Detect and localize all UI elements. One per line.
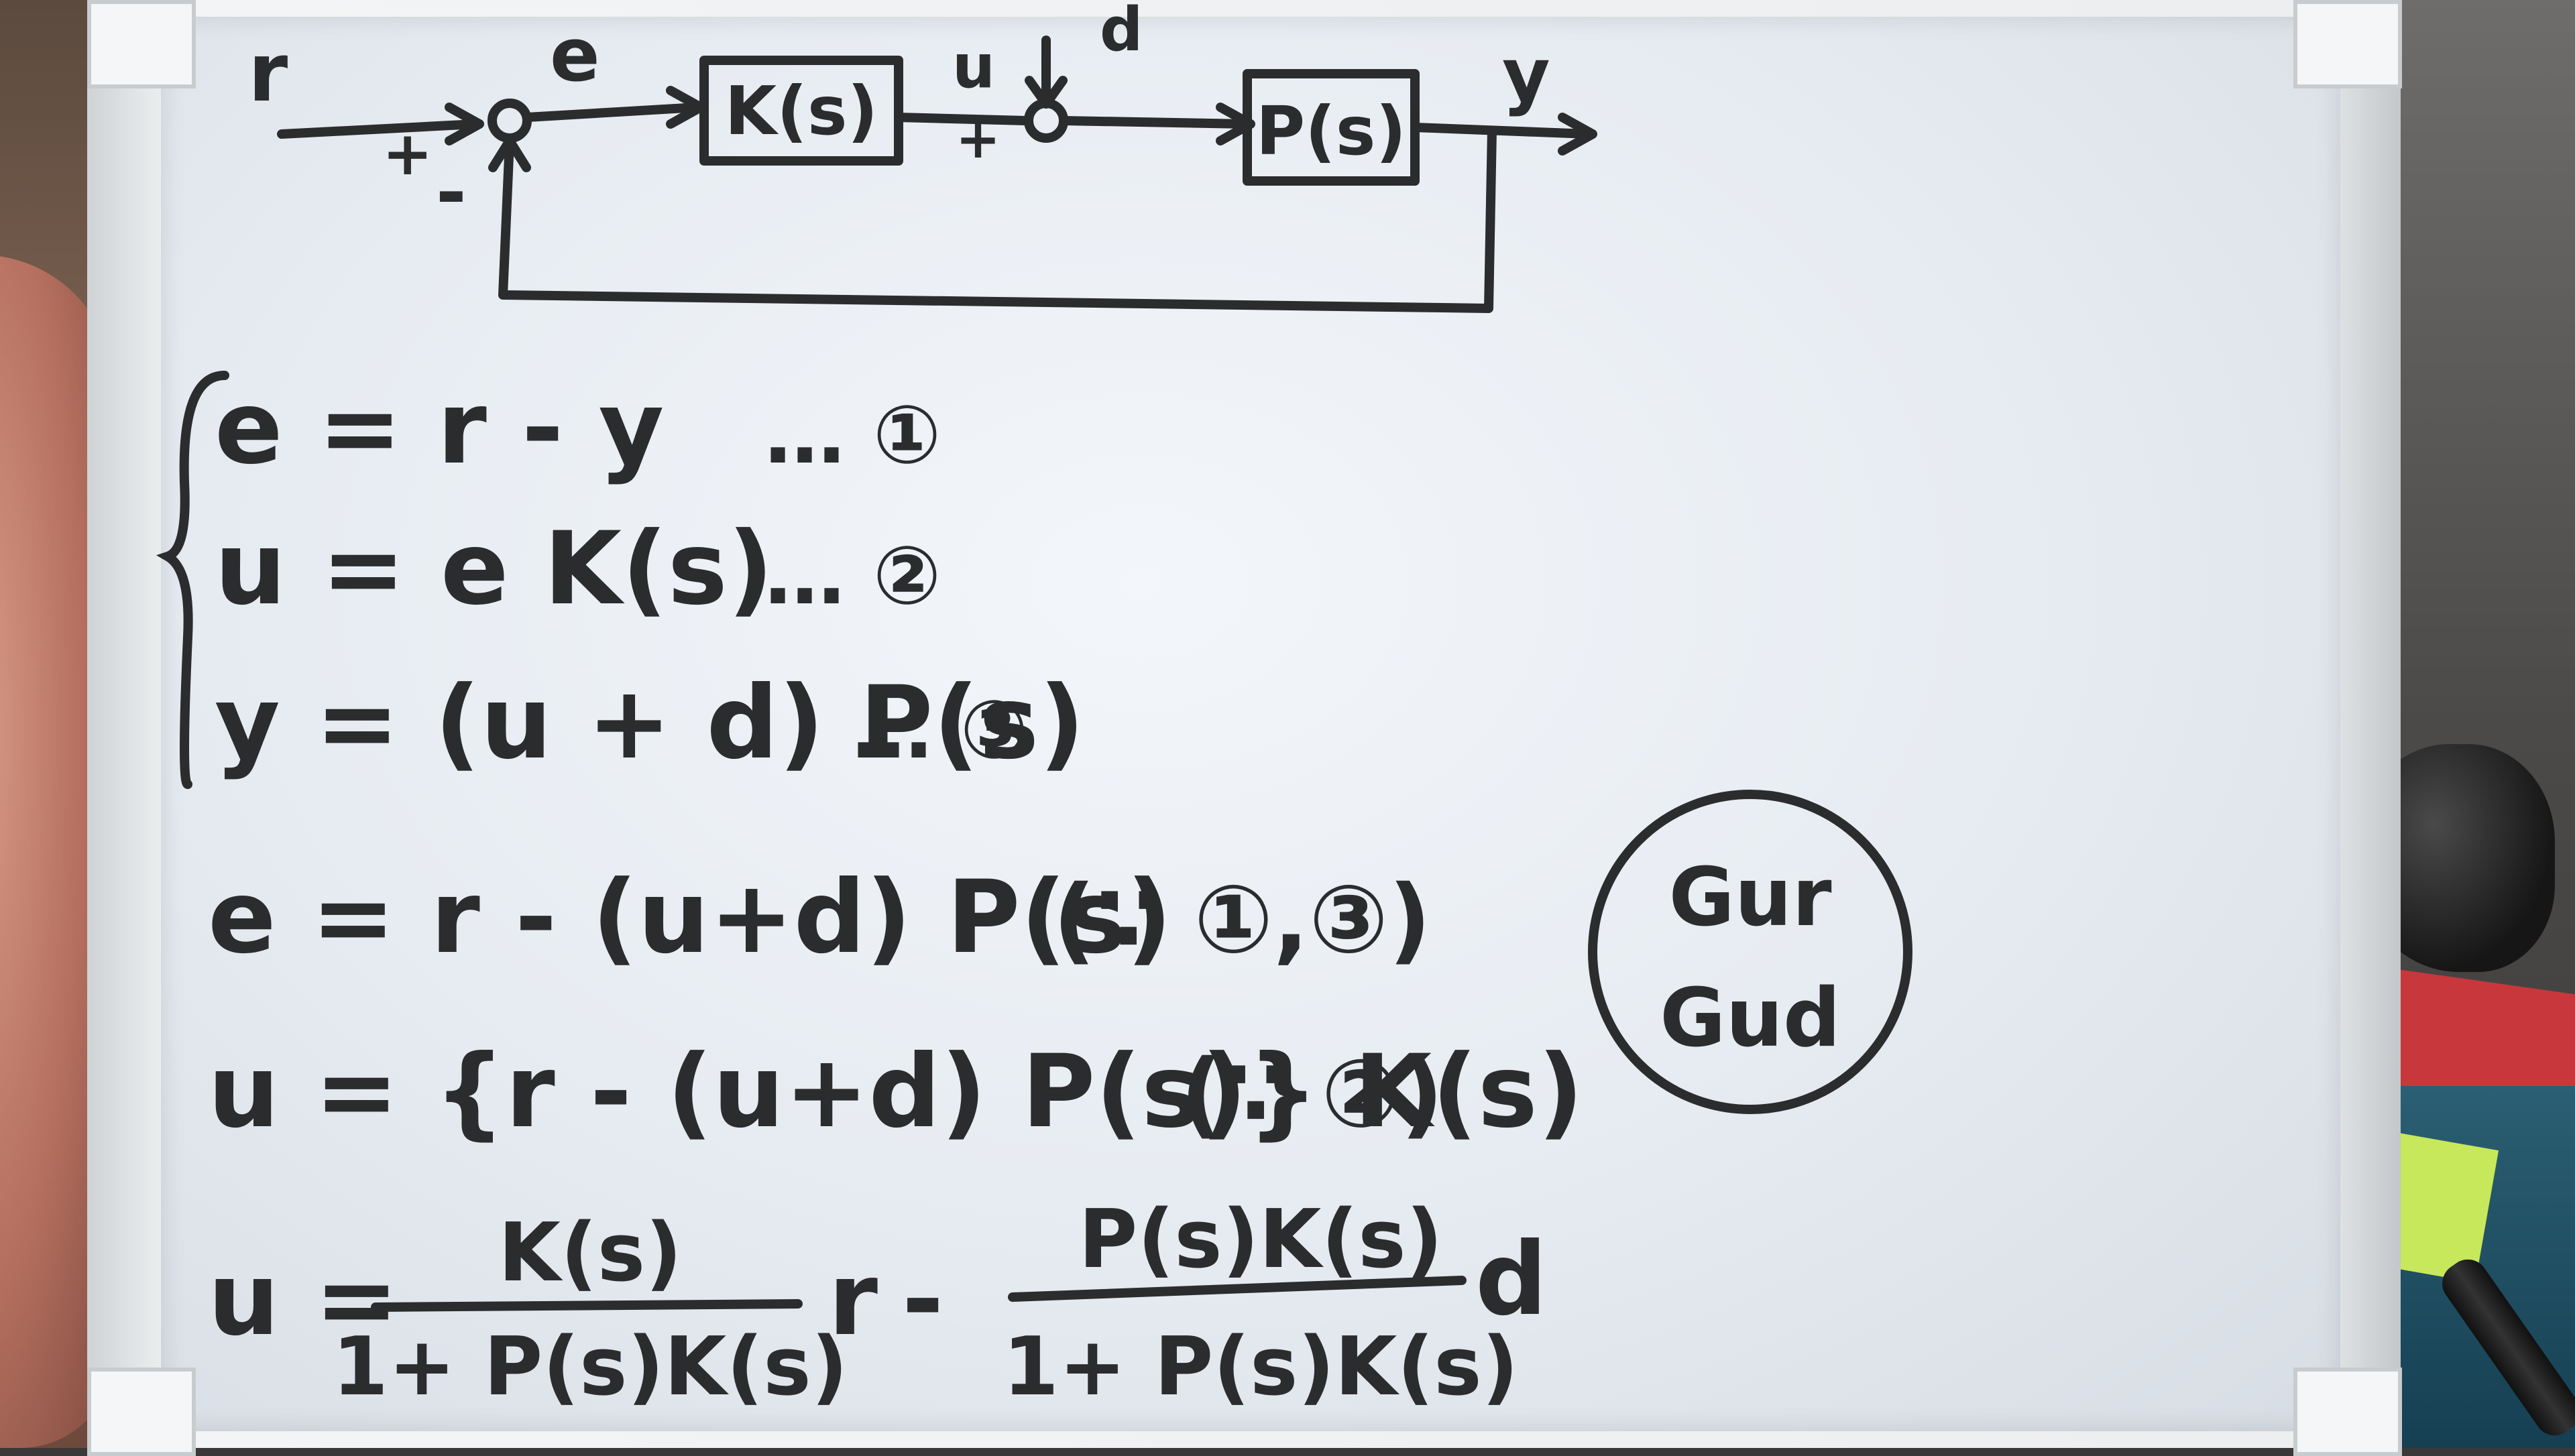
final-r: r xyxy=(828,1241,878,1358)
d-arrow xyxy=(1025,76,1068,109)
summing-junction-1 xyxy=(488,99,532,143)
y-arrow xyxy=(1558,113,1597,156)
equation-2: u = e K(s) xyxy=(215,511,774,627)
feedback-path xyxy=(498,126,1497,313)
equation-system: e = r - y … ① u = e K(s) … ② y = (u + d)… xyxy=(215,370,1085,782)
fraction-2-denominator: 1+ P(s)K(s) xyxy=(1003,1321,1519,1414)
r-signal-line xyxy=(277,119,481,139)
equation-1: e = r - y xyxy=(215,370,664,487)
derivation-line-2-note: (∵ ②) xyxy=(1180,1040,1444,1149)
note-gur: Gur xyxy=(1668,851,1831,945)
final-minus: - xyxy=(902,1241,943,1358)
label-y: y xyxy=(1502,32,1550,118)
equation-3-tag: … ③ xyxy=(852,684,1028,777)
derivation-line-1-note: (∵ ①,③) xyxy=(1053,865,1431,975)
label-plus-1: + xyxy=(382,119,433,189)
final-equation: u = K(s) 1+ P(s)K(s) r - P(s)K(s) 1+ P(s… xyxy=(208,1193,1547,1414)
fraction-1-numerator: K(s) xyxy=(498,1207,682,1300)
equation-2-tag: … ② xyxy=(764,530,941,623)
derivation: e = r - (u+d) P(s) (∵ ①,③) u = {r - (u+d… xyxy=(208,859,1584,1150)
fraction-2-numerator: P(s)K(s) xyxy=(1078,1193,1442,1286)
fraction-1-bar xyxy=(371,1299,803,1312)
equation-1-tag: … ① xyxy=(764,389,941,482)
label-r: r xyxy=(248,27,288,120)
final-d: d xyxy=(1475,1221,1547,1338)
label-minus: - xyxy=(436,149,467,235)
equation-3: y = (u + d) P(s) xyxy=(215,665,1085,782)
derivation-line-1: e = r - (u+d) P(s) xyxy=(208,859,1172,976)
label-d: d xyxy=(1100,0,1143,65)
e-signal-line xyxy=(522,103,702,122)
r-arrow xyxy=(445,103,484,145)
frame-corner-top-left xyxy=(87,0,196,88)
k-block xyxy=(699,56,903,166)
k-block-label: K(s) xyxy=(725,72,878,150)
note-circle xyxy=(1588,790,1912,1114)
block-diagram xyxy=(277,36,1597,313)
whiteboard xyxy=(161,17,2340,1431)
equation-brace xyxy=(156,371,229,789)
fraction-2-bar xyxy=(1008,1276,1467,1302)
frame-corner-top-right xyxy=(2293,0,2402,88)
label-u: u xyxy=(952,32,995,102)
p-block-label: P(s) xyxy=(1256,92,1406,170)
block-diagram-labels: r e u d y + - + K(s) P(s) xyxy=(248,0,1550,235)
label-plus-2: + xyxy=(956,108,1000,170)
label-e: e xyxy=(550,12,600,98)
y-signal-line xyxy=(1410,123,1594,139)
final-lhs: u = xyxy=(208,1241,399,1358)
derivation-line-2: u = {r - (u+d) P(s)} K(s) xyxy=(208,1034,1584,1150)
u-signal-line xyxy=(894,113,1031,125)
fraction-1-denominator: 1+ P(s)K(s) xyxy=(333,1321,848,1414)
circled-note: Gur Gud xyxy=(1588,790,1912,1114)
p-input-line xyxy=(1059,116,1252,129)
feedback-arrow xyxy=(488,136,531,172)
note-gud: Gud xyxy=(1660,972,1841,1065)
